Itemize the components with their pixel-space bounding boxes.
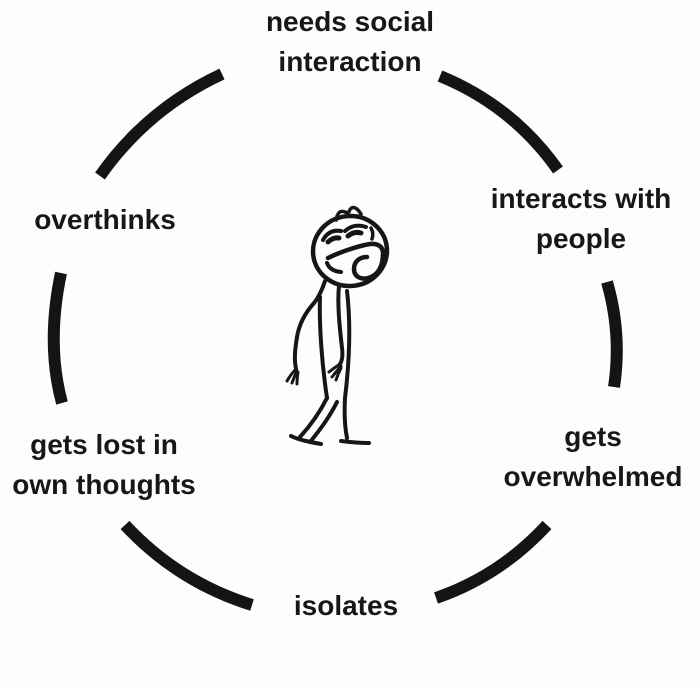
node-label-line: gets lost in [30,429,178,460]
node-label-line: interaction [278,46,422,77]
cycle-node-gets-lost-in-own-thoughts: gets lost in own thoughts [12,425,196,505]
node-label-line: gets [564,421,622,452]
node-label-line: overthinks [34,204,176,235]
figure-torso-left [317,295,329,400]
stick-figure-illustration [285,205,390,446]
cycle-arcs [47,68,623,611]
figure-right-hand [327,362,342,374]
figure-left-hand [285,367,298,383]
cycle-node-overthinks: overthinks [34,200,176,240]
figure-mouth [325,241,386,281]
figure-right-arm [336,284,345,366]
figure-head [310,213,390,289]
cycle-arc-upper-left [95,68,225,180]
node-label-line: own thoughts [12,469,196,500]
figure-right-leg [342,289,352,440]
cycle-arc-left [47,271,68,405]
figure-eye-corner [369,226,375,241]
cycle-arc-right [601,280,623,388]
cycle-node-interacts-with-people: interacts with people [491,179,671,259]
node-label-line: isolates [293,590,399,621]
figure-right-eyebrow [343,223,368,233]
figure-hair [334,205,363,222]
cycle-arc-lower-right [434,520,552,604]
node-label-line: needs social [265,6,435,37]
figure-left-foot [289,434,323,446]
cycle-node-isolates: isolates [294,586,398,626]
figure-right-eye [345,229,364,239]
cycle-arc-upper-right [437,70,563,174]
figure-left-arm [292,279,327,371]
figure-left-eyebrow [321,228,343,242]
node-label-line: people [535,223,627,254]
figure-chin [325,261,343,274]
figure-right-hand [334,366,343,382]
cycle-node-gets-overwhelmed: gets overwhelmed [504,417,683,497]
node-label-line: overwhelmed [503,461,683,492]
figure-right-foot [339,439,371,445]
cycle-arc-lower-left [120,520,254,611]
node-label-line: interacts with [490,183,672,214]
figure-left-hand [295,370,300,386]
figure-left-leg [298,396,329,439]
figure-left-leg [308,400,339,444]
cycle-node-needs-social-interaction: needs social interaction [266,2,434,82]
figure-left-eye [325,235,342,245]
